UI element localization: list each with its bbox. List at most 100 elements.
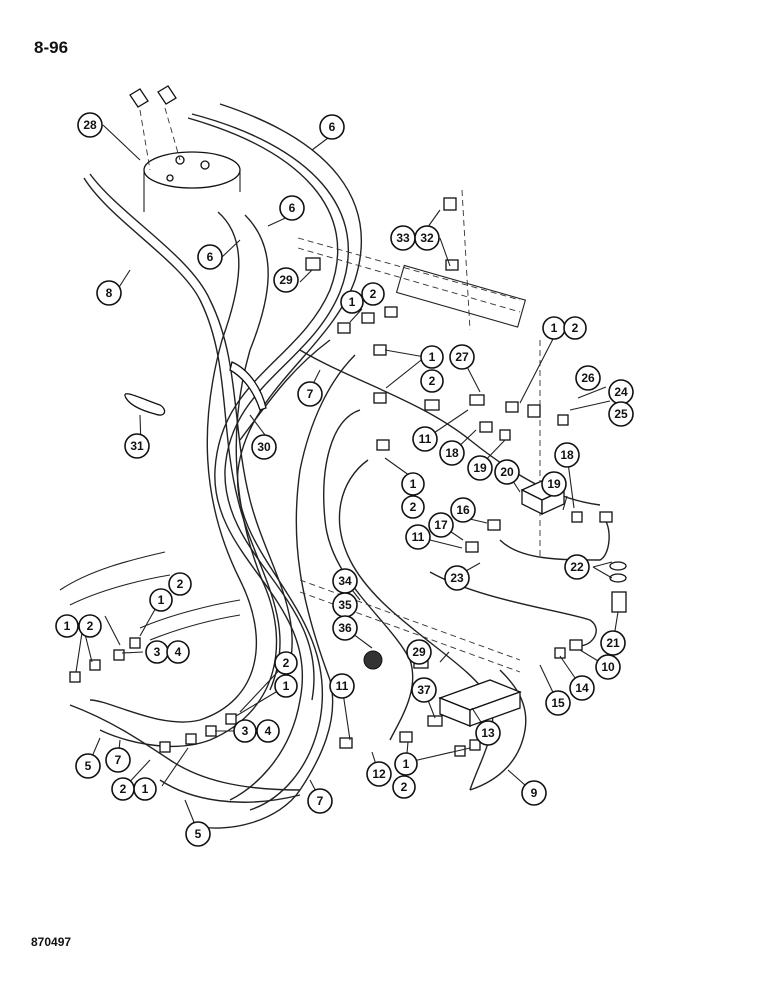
- callout-14: 14: [569, 675, 595, 701]
- svg-text:5: 5: [85, 759, 92, 773]
- callout-2c: 2: [563, 316, 587, 340]
- svg-text:37: 37: [417, 683, 431, 697]
- callout-1d: 1: [401, 472, 425, 496]
- svg-text:6: 6: [289, 201, 296, 215]
- svg-text:30: 30: [257, 440, 271, 454]
- callout-8: 8: [96, 280, 122, 306]
- svg-text:19: 19: [547, 477, 561, 491]
- callout-2e: 2: [78, 614, 102, 638]
- svg-text:10: 10: [601, 660, 615, 674]
- svg-text:18: 18: [560, 448, 574, 462]
- svg-text:27: 27: [455, 350, 469, 364]
- callout-9: 9: [521, 780, 547, 806]
- callout-1g: 1: [274, 674, 298, 698]
- svg-text:11: 11: [336, 679, 349, 693]
- svg-text:6: 6: [207, 250, 214, 264]
- svg-text:8: 8: [106, 286, 113, 300]
- callout-6b: 6: [279, 195, 305, 221]
- callout-4a: 4: [166, 640, 190, 664]
- svg-text:12: 12: [372, 767, 386, 781]
- callout-2f: 2: [168, 572, 192, 596]
- callout-7c: 7: [307, 788, 333, 814]
- callout-13: 13: [475, 720, 501, 746]
- callout-18b: 18: [554, 442, 580, 468]
- svg-text:1: 1: [283, 679, 290, 693]
- callout-1c: 1: [542, 316, 566, 340]
- svg-text:6: 6: [329, 120, 336, 134]
- svg-text:2: 2: [370, 287, 377, 301]
- callout-19b: 19: [541, 471, 567, 497]
- callout-2b: 2: [420, 369, 444, 393]
- svg-text:2: 2: [410, 500, 417, 514]
- manifold-rails: [297, 189, 541, 673]
- callout-25: 25: [608, 401, 634, 427]
- svg-text:4: 4: [175, 645, 182, 659]
- callout-33: 33: [390, 225, 416, 251]
- svg-text:36: 36: [338, 621, 352, 635]
- callout-35: 35: [332, 592, 358, 618]
- callout-12: 12: [366, 761, 392, 787]
- svg-text:2: 2: [429, 374, 436, 388]
- callout-29b: 29: [406, 639, 432, 665]
- callout-7a: 7: [297, 381, 323, 407]
- callout-2a: 2: [361, 282, 385, 306]
- page-number: 8-96: [34, 38, 69, 57]
- hydraulic-tank: [129, 85, 241, 212]
- callout-11a: 11: [412, 426, 438, 452]
- callout-6c: 6: [197, 244, 223, 270]
- valve-block-13: [438, 679, 522, 727]
- svg-text:2: 2: [572, 321, 579, 335]
- svg-text:4: 4: [265, 724, 272, 738]
- callout-7b: 7: [105, 747, 131, 773]
- svg-text:32: 32: [420, 231, 434, 245]
- callout-32: 32: [414, 225, 440, 251]
- svg-text:1: 1: [142, 782, 149, 796]
- svg-text:1: 1: [64, 619, 71, 633]
- callout-1h: 1: [133, 777, 157, 801]
- svg-text:2: 2: [283, 656, 290, 670]
- svg-text:26: 26: [581, 371, 595, 385]
- svg-text:23: 23: [450, 571, 464, 585]
- svg-text:1: 1: [410, 477, 417, 491]
- svg-text:25: 25: [614, 407, 628, 421]
- svg-text:21: 21: [606, 636, 620, 650]
- svg-text:18: 18: [445, 446, 459, 460]
- callout-3b: 3: [233, 719, 257, 743]
- svg-text:14: 14: [575, 681, 589, 695]
- svg-text:11: 11: [419, 432, 432, 446]
- svg-text:19: 19: [473, 461, 487, 475]
- callout-1a: 1: [340, 290, 364, 314]
- callout-11c: 11: [329, 673, 355, 699]
- callout-1b: 1: [420, 345, 444, 369]
- drawing-code: 870497: [31, 935, 72, 949]
- callout-29a: 29: [273, 267, 299, 293]
- svg-text:1: 1: [158, 593, 165, 607]
- svg-text:11: 11: [412, 530, 425, 544]
- clip-part-30: [229, 361, 267, 411]
- svg-text:22: 22: [570, 560, 584, 574]
- svg-text:24: 24: [614, 385, 628, 399]
- callout-1f: 1: [149, 588, 173, 612]
- svg-text:1: 1: [429, 350, 436, 364]
- svg-text:15: 15: [551, 696, 565, 710]
- callout-18a: 18: [439, 440, 465, 466]
- svg-text:2: 2: [401, 780, 408, 794]
- svg-text:1: 1: [349, 295, 356, 309]
- mounting-brackets: [59, 551, 241, 641]
- callout-10: 10: [595, 654, 621, 680]
- callout-2d: 2: [401, 495, 425, 519]
- svg-text:2: 2: [120, 782, 127, 796]
- svg-text:13: 13: [481, 726, 495, 740]
- callout-20: 20: [494, 459, 520, 485]
- callout-37: 37: [411, 677, 437, 703]
- callout-11b: 11: [405, 524, 431, 550]
- svg-text:5: 5: [195, 827, 202, 841]
- callout-1e: 1: [55, 614, 79, 638]
- callout-5a: 5: [75, 753, 101, 779]
- hose-bundle: [69, 103, 610, 829]
- callout-2h: 2: [111, 777, 135, 801]
- callout-24: 24: [608, 379, 634, 405]
- clip-part-31: [124, 393, 166, 416]
- callout-3a: 3: [145, 640, 169, 664]
- callout-22: 22: [564, 554, 590, 580]
